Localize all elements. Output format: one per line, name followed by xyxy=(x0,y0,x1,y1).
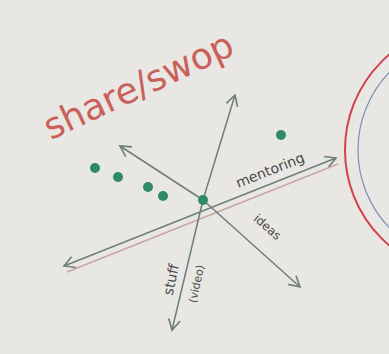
arrows xyxy=(64,95,338,330)
arrow-label: stuff xyxy=(161,261,183,299)
red-circle xyxy=(345,25,389,275)
arrow-label: mentoring xyxy=(232,150,309,193)
inner-circle xyxy=(358,38,389,262)
arrow-label: (video) xyxy=(187,262,208,306)
arrow-label: ideas xyxy=(249,211,285,245)
title-text: share/swop xyxy=(35,24,241,148)
